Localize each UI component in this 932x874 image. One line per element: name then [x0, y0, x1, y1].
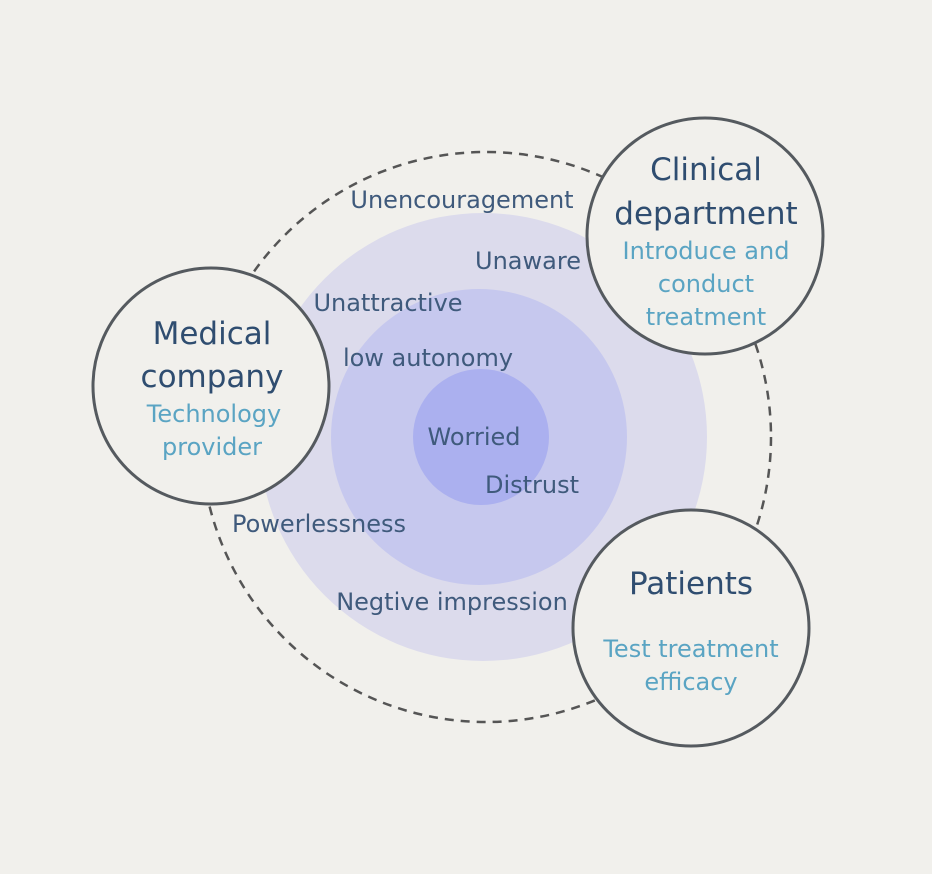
emotion-label-powerlessness: Powerlessness [232, 510, 406, 538]
emotion-label-unattractive: Unattractive [313, 289, 462, 317]
stakeholder-orbit [199, 150, 773, 724]
clinical-department-role-line1: Introduce and [623, 237, 790, 265]
clinical-department-role-line2: conduct [658, 270, 754, 298]
emotion-label-distrust: Distrust [485, 471, 579, 499]
stakeholder-medical-company-circle [91, 266, 331, 506]
stakeholder-clinical-department-circle [585, 116, 825, 356]
emotion-label-unencouragement: Unencouragement [350, 186, 573, 214]
clinical-department-title-line2: department [614, 196, 797, 232]
medical-company-title-line1: Medical [153, 316, 272, 352]
medical-company-role-line1: Technology [146, 400, 281, 428]
medical-company-title-line2: company [141, 359, 284, 395]
emotion-label-low-autonomy: low autonomy [343, 344, 513, 372]
stakeholder-patients-circle [571, 508, 811, 748]
emotion-label-negative-impression: Negtive impression [336, 588, 568, 616]
patients-role-line1: Test treatment [602, 635, 778, 663]
patients-title: Patients [629, 566, 753, 602]
inner-emotion-core [413, 369, 549, 505]
emotion-label-worried: Worried [428, 423, 521, 451]
clinical-department-title-line1: Clinical [650, 152, 762, 188]
emotion-label-unaware: Unaware [475, 247, 581, 275]
stakeholder-medical-company: Medical company Technology provider [91, 266, 331, 506]
clinical-department-role-line3: treatment [646, 303, 766, 331]
stakeholder-clinical-department: Clinical department Introduce and conduc… [585, 116, 825, 356]
patients-role-line2: efficacy [644, 668, 737, 696]
stakeholder-patients: Patients Test treatment efficacy [571, 508, 811, 748]
medical-company-role-line2: provider [162, 433, 262, 461]
